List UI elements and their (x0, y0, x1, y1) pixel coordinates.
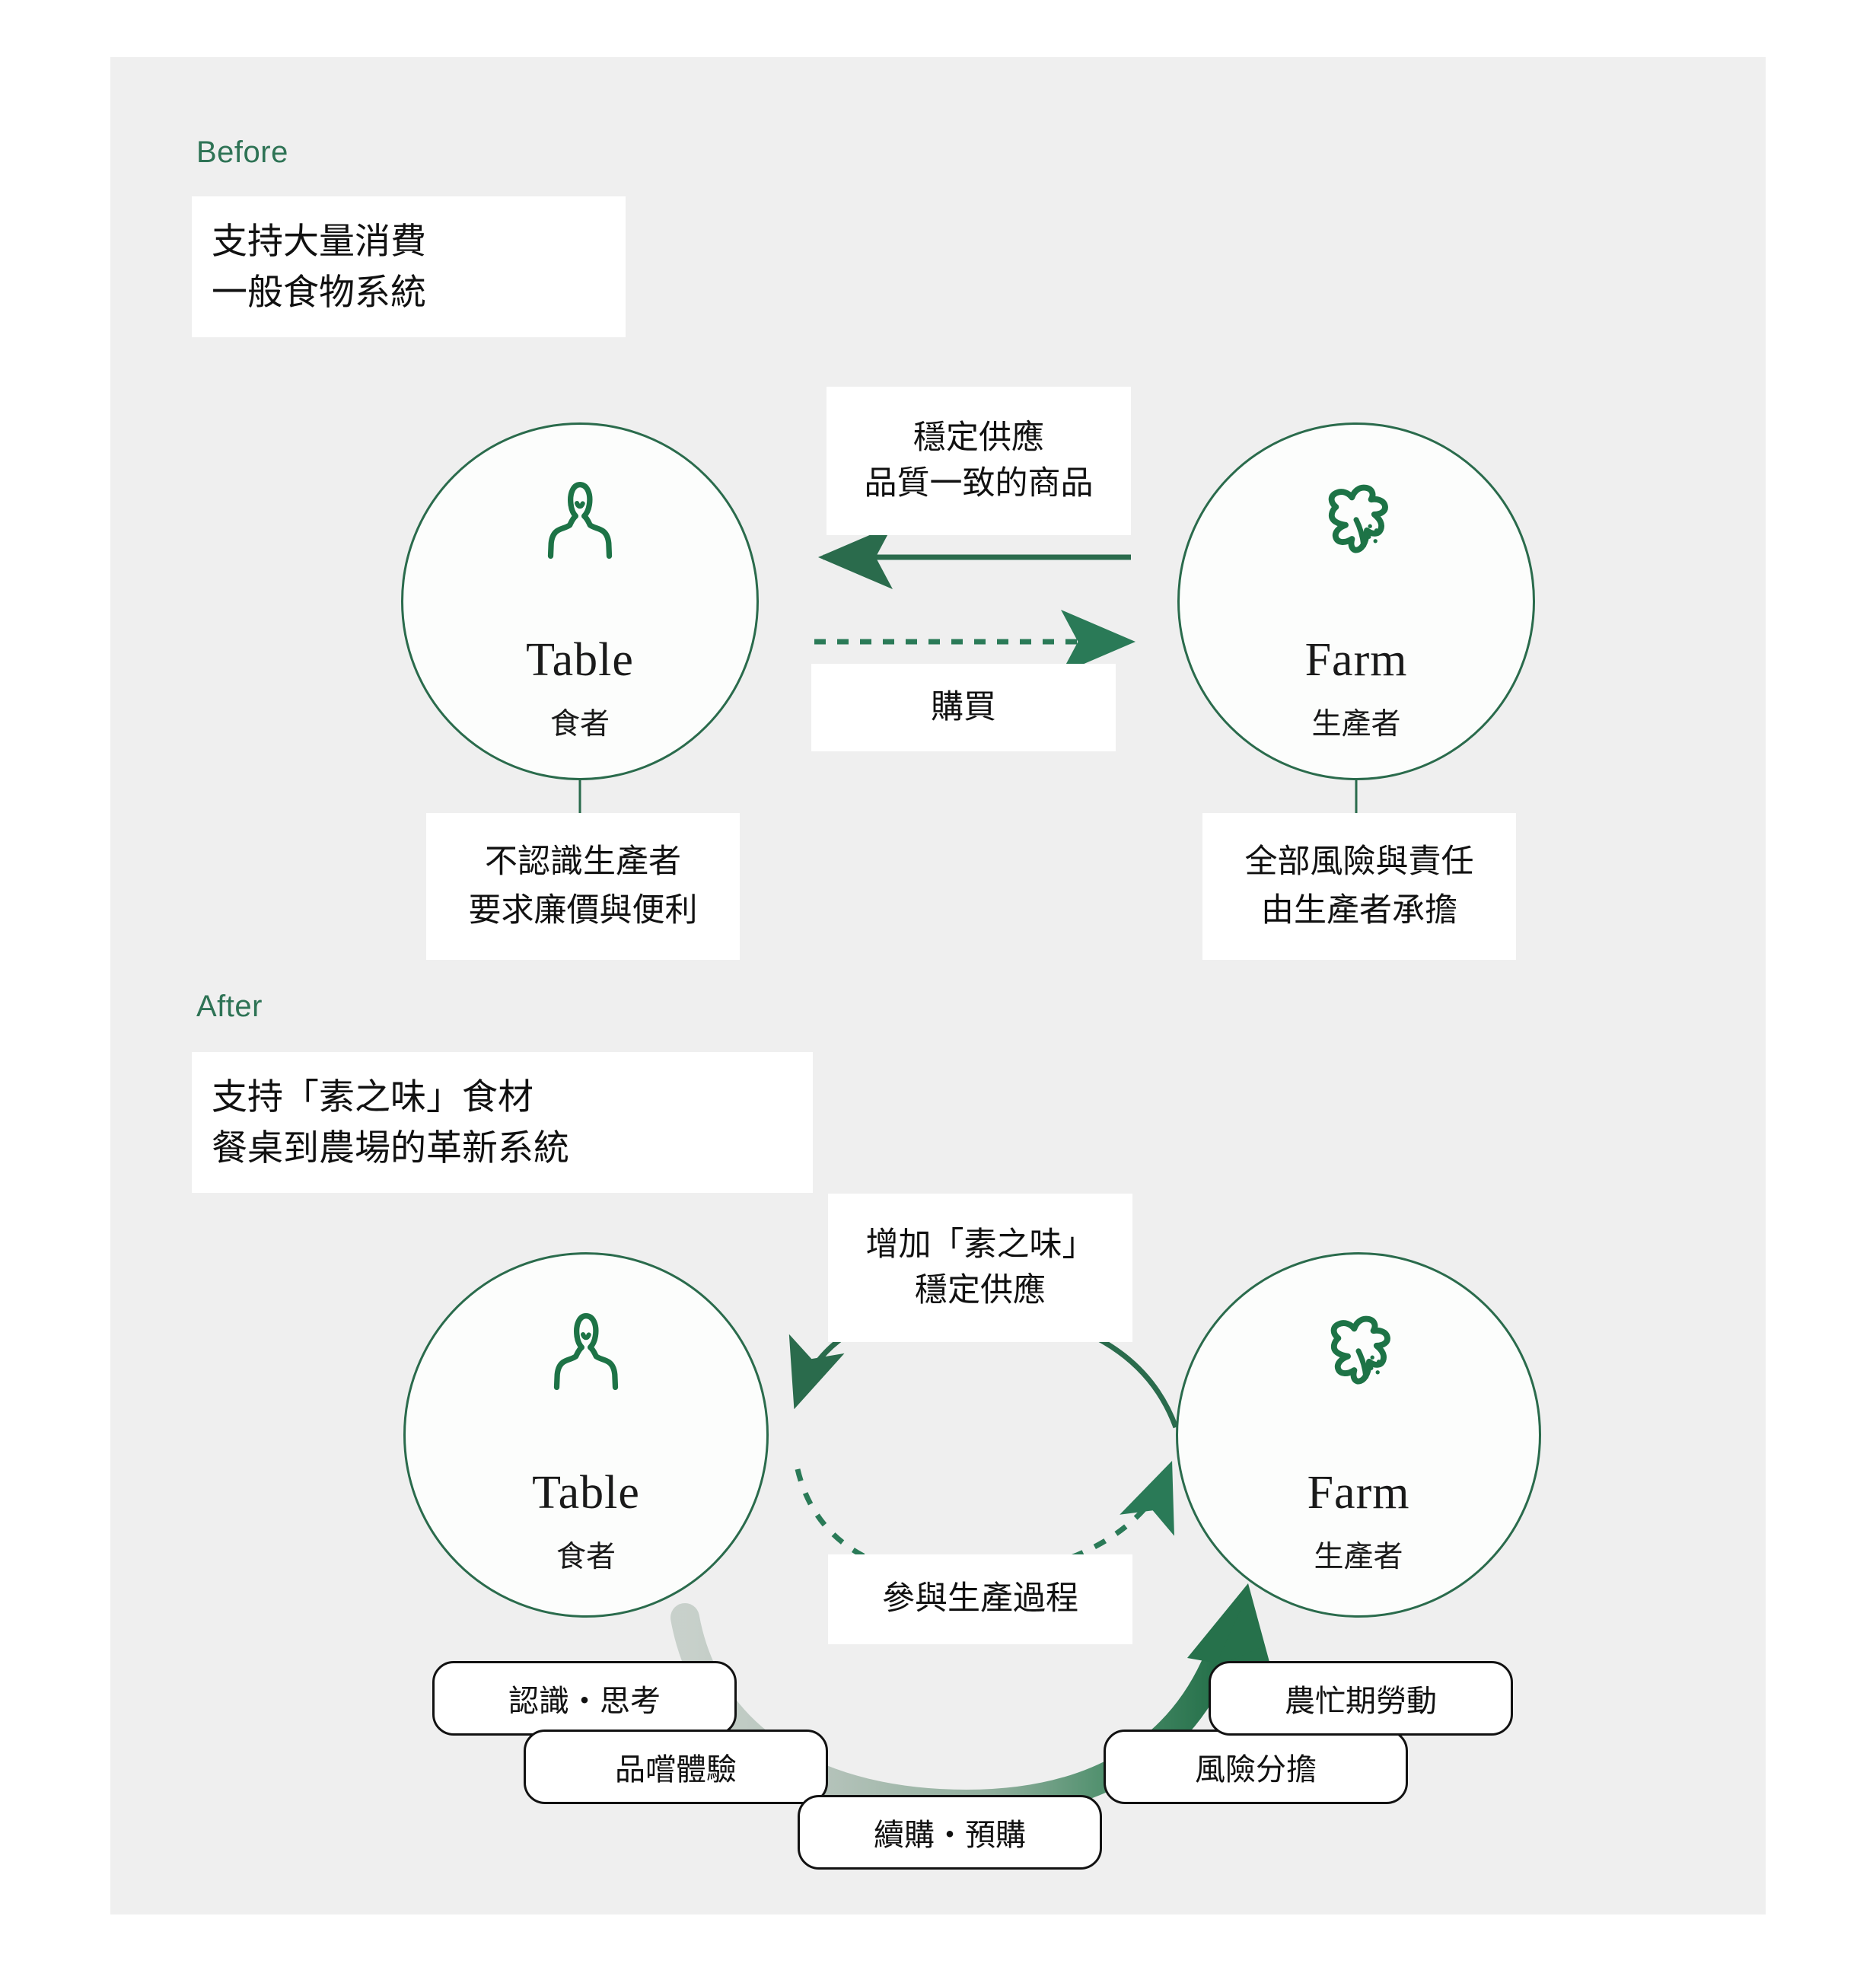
before-note-left: 不認識生產者 要求廉價與便利 (426, 813, 740, 960)
after-node-table[interactable]: Table 食者 (403, 1252, 769, 1618)
before-node-farm-content: Farm 生產者 (1180, 464, 1533, 739)
after-lead-box: 支持「素之味」食材 餐桌到農場的革新系統 (192, 1052, 813, 1193)
after-farm-subtitle: 生產者 (1314, 1541, 1403, 1573)
before-note-left-line2: 要求廉價與便利 (468, 891, 698, 929)
before-lead-box: 支持大量消費 一般食物系統 (192, 196, 626, 337)
before-node-table-content: Table 食者 (403, 464, 756, 739)
sprout-icon (1330, 1315, 1390, 1385)
after-farm-title: Farm (1307, 1467, 1410, 1519)
before-purchase-label: 購買 (811, 664, 1116, 751)
section-label-after: After (196, 990, 263, 1023)
pill-repeat-preorder[interactable]: 續購・預購 (798, 1795, 1102, 1870)
after-table-title: Table (532, 1467, 640, 1519)
section-label-before: Before (196, 135, 288, 169)
before-farm-title: Farm (1304, 634, 1408, 686)
after-participation-label: 參與生產過程 (828, 1554, 1132, 1644)
before-table-subtitle: 食者 (549, 708, 610, 741)
before-supply-label: 穩定供應 品質一致的商品 (827, 387, 1131, 535)
pill-tasting-experience[interactable]: 品嚐體驗 (524, 1730, 828, 1804)
person-icon (553, 1312, 619, 1391)
before-lead-line1: 支持大量消費 (212, 220, 426, 261)
before-supply-line2: 品質一致的商品 (864, 464, 1094, 502)
after-participation-line1: 參與生產過程 (882, 1580, 1078, 1618)
after-supply-line1: 增加「素之味」 (865, 1226, 1095, 1264)
before-table-title: Table (526, 634, 634, 686)
before-note-left-line1: 不認識生產者 (485, 843, 681, 880)
after-table-subtitle: 食者 (556, 1541, 616, 1573)
sprout-icon (1328, 484, 1388, 553)
after-node-table-content: Table 食者 (406, 1296, 766, 1572)
before-note-right: 全部風險與責任 由生產者承擔 (1202, 813, 1516, 960)
pill-risk-sharing[interactable]: 風險分擔 (1104, 1730, 1408, 1804)
after-supply-line2: 穩定供應 (915, 1271, 1046, 1309)
person-icon (547, 481, 613, 560)
after-node-farm[interactable]: Farm 生產者 (1176, 1252, 1541, 1618)
before-node-table[interactable]: Table 食者 (401, 422, 759, 780)
pill-busy-season-labor[interactable]: 農忙期勞動 (1209, 1661, 1513, 1736)
after-supply-label: 增加「素之味」 穩定供應 (828, 1194, 1132, 1342)
before-purchase-line1: 購買 (931, 688, 996, 725)
before-lead-line2: 一般食物系統 (212, 271, 426, 312)
after-node-farm-content: Farm 生產者 (1178, 1296, 1539, 1572)
before-supply-line1: 穩定供應 (913, 419, 1044, 457)
before-farm-subtitle: 生產者 (1311, 708, 1401, 741)
after-lead-line2: 餐桌到農場的革新系統 (212, 1127, 569, 1168)
before-note-right-line1: 全部風險與責任 (1244, 843, 1474, 880)
before-note-right-line2: 由生產者承擔 (1261, 891, 1457, 929)
before-node-farm[interactable]: Farm 生產者 (1177, 422, 1535, 780)
after-lead-line1: 支持「素之味」食材 (212, 1076, 533, 1117)
pill-recognize-think[interactable]: 認識・思考 (432, 1661, 737, 1736)
